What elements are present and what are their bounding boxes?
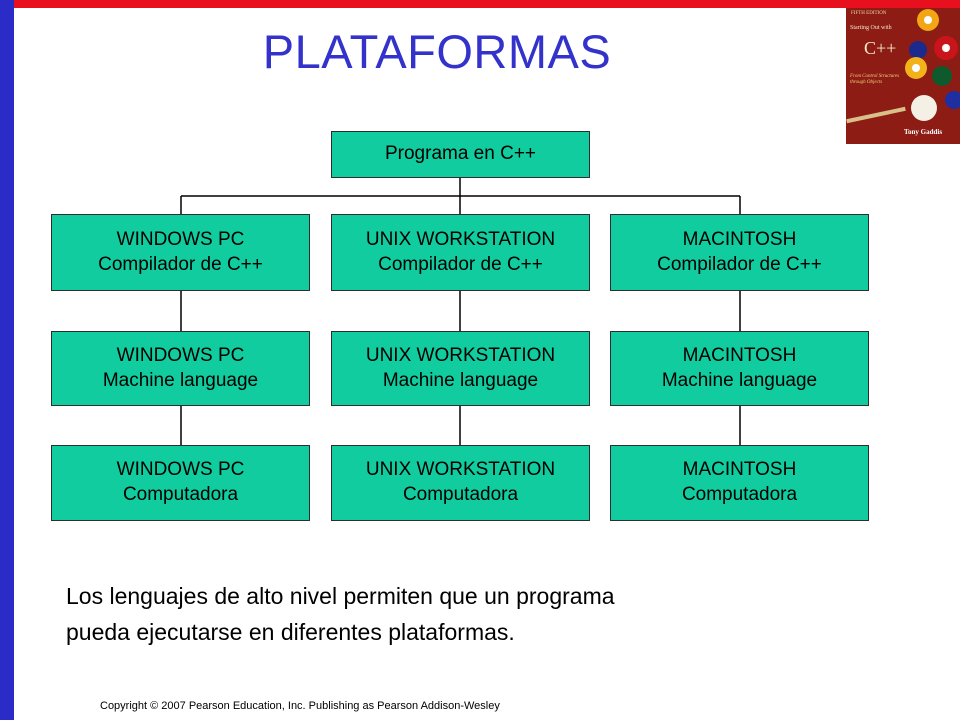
node-platform-label: MACINTOSH (682, 344, 797, 366)
node-platform-label: UNIX WORKSTATION (365, 459, 556, 481)
cover-edition-text: FIFTH EDITION (851, 11, 887, 16)
node-level-label: Computadora (122, 484, 239, 505)
node-platform-label: WINDOWS PC (116, 344, 245, 366)
node-unix-compiler: UNIX WORKSTATION Compilador de C++ (331, 214, 590, 291)
node-platform-label: WINDOWS PC (116, 459, 245, 481)
node-platform-label: UNIX WORKSTATION (365, 344, 556, 366)
node-level-label: Computadora (402, 484, 519, 505)
node-windows-machine: WINDOWS PC Machine language (51, 331, 310, 406)
node-windows-computer: WINDOWS PC Computadora (51, 445, 310, 521)
node-platform-label: UNIX WORKSTATION (365, 228, 556, 250)
slide-title: PLATAFORMAS (262, 25, 612, 78)
node-platform-label: MACINTOSH (682, 459, 797, 481)
node-level-label: Computadora (681, 484, 798, 505)
body-line-1: Los lenguajes de alto nivel permiten que… (66, 583, 615, 609)
node-mac-compiler: MACINTOSH Compilador de C++ (610, 214, 869, 291)
node-mac-computer: MACINTOSH Computadora (610, 445, 869, 521)
book-cover-image: FIFTH EDITION Starting Out with C++ From… (846, 8, 960, 144)
node-windows-compiler: WINDOWS PC Compilador de C++ (51, 214, 310, 291)
cover-subtitle-text: From Control Structures through Objects (850, 74, 900, 85)
billiard-balls-icon (846, 8, 960, 144)
node-level-label: Compilador de C++ (378, 253, 543, 275)
node-level-label: Compilador de C++ (98, 253, 263, 275)
node-level-label: Machine language (102, 369, 259, 391)
node-level-label: Machine language (382, 369, 539, 391)
root-node-label: Programa en C++ (384, 143, 537, 165)
cover-series-text: Starting Out with (850, 25, 892, 31)
body-paragraph: Los lenguajes de alto nivel permiten que… (66, 579, 866, 650)
cover-language-text: C++ (864, 38, 897, 58)
node-level-label: Compilador de C++ (657, 253, 822, 275)
node-platform-label: MACINTOSH (682, 228, 797, 250)
root-node: Programa en C++ (331, 131, 590, 178)
node-mac-machine: MACINTOSH Machine language (610, 331, 869, 406)
node-platform-label: WINDOWS PC (116, 228, 245, 250)
node-unix-computer: UNIX WORKSTATION Computadora (331, 445, 590, 521)
node-unix-machine: UNIX WORKSTATION Machine language (331, 331, 590, 406)
left-accent-bar (0, 0, 14, 720)
cover-author-text: Tony Gaddis (904, 128, 943, 136)
copyright-footer: Copyright © 2007 Pearson Education, Inc.… (100, 700, 500, 712)
top-accent-bar (0, 0, 960, 8)
node-level-label: Machine language (661, 369, 818, 391)
body-line-2: pueda ejecutarse en diferentes plataform… (66, 618, 515, 645)
